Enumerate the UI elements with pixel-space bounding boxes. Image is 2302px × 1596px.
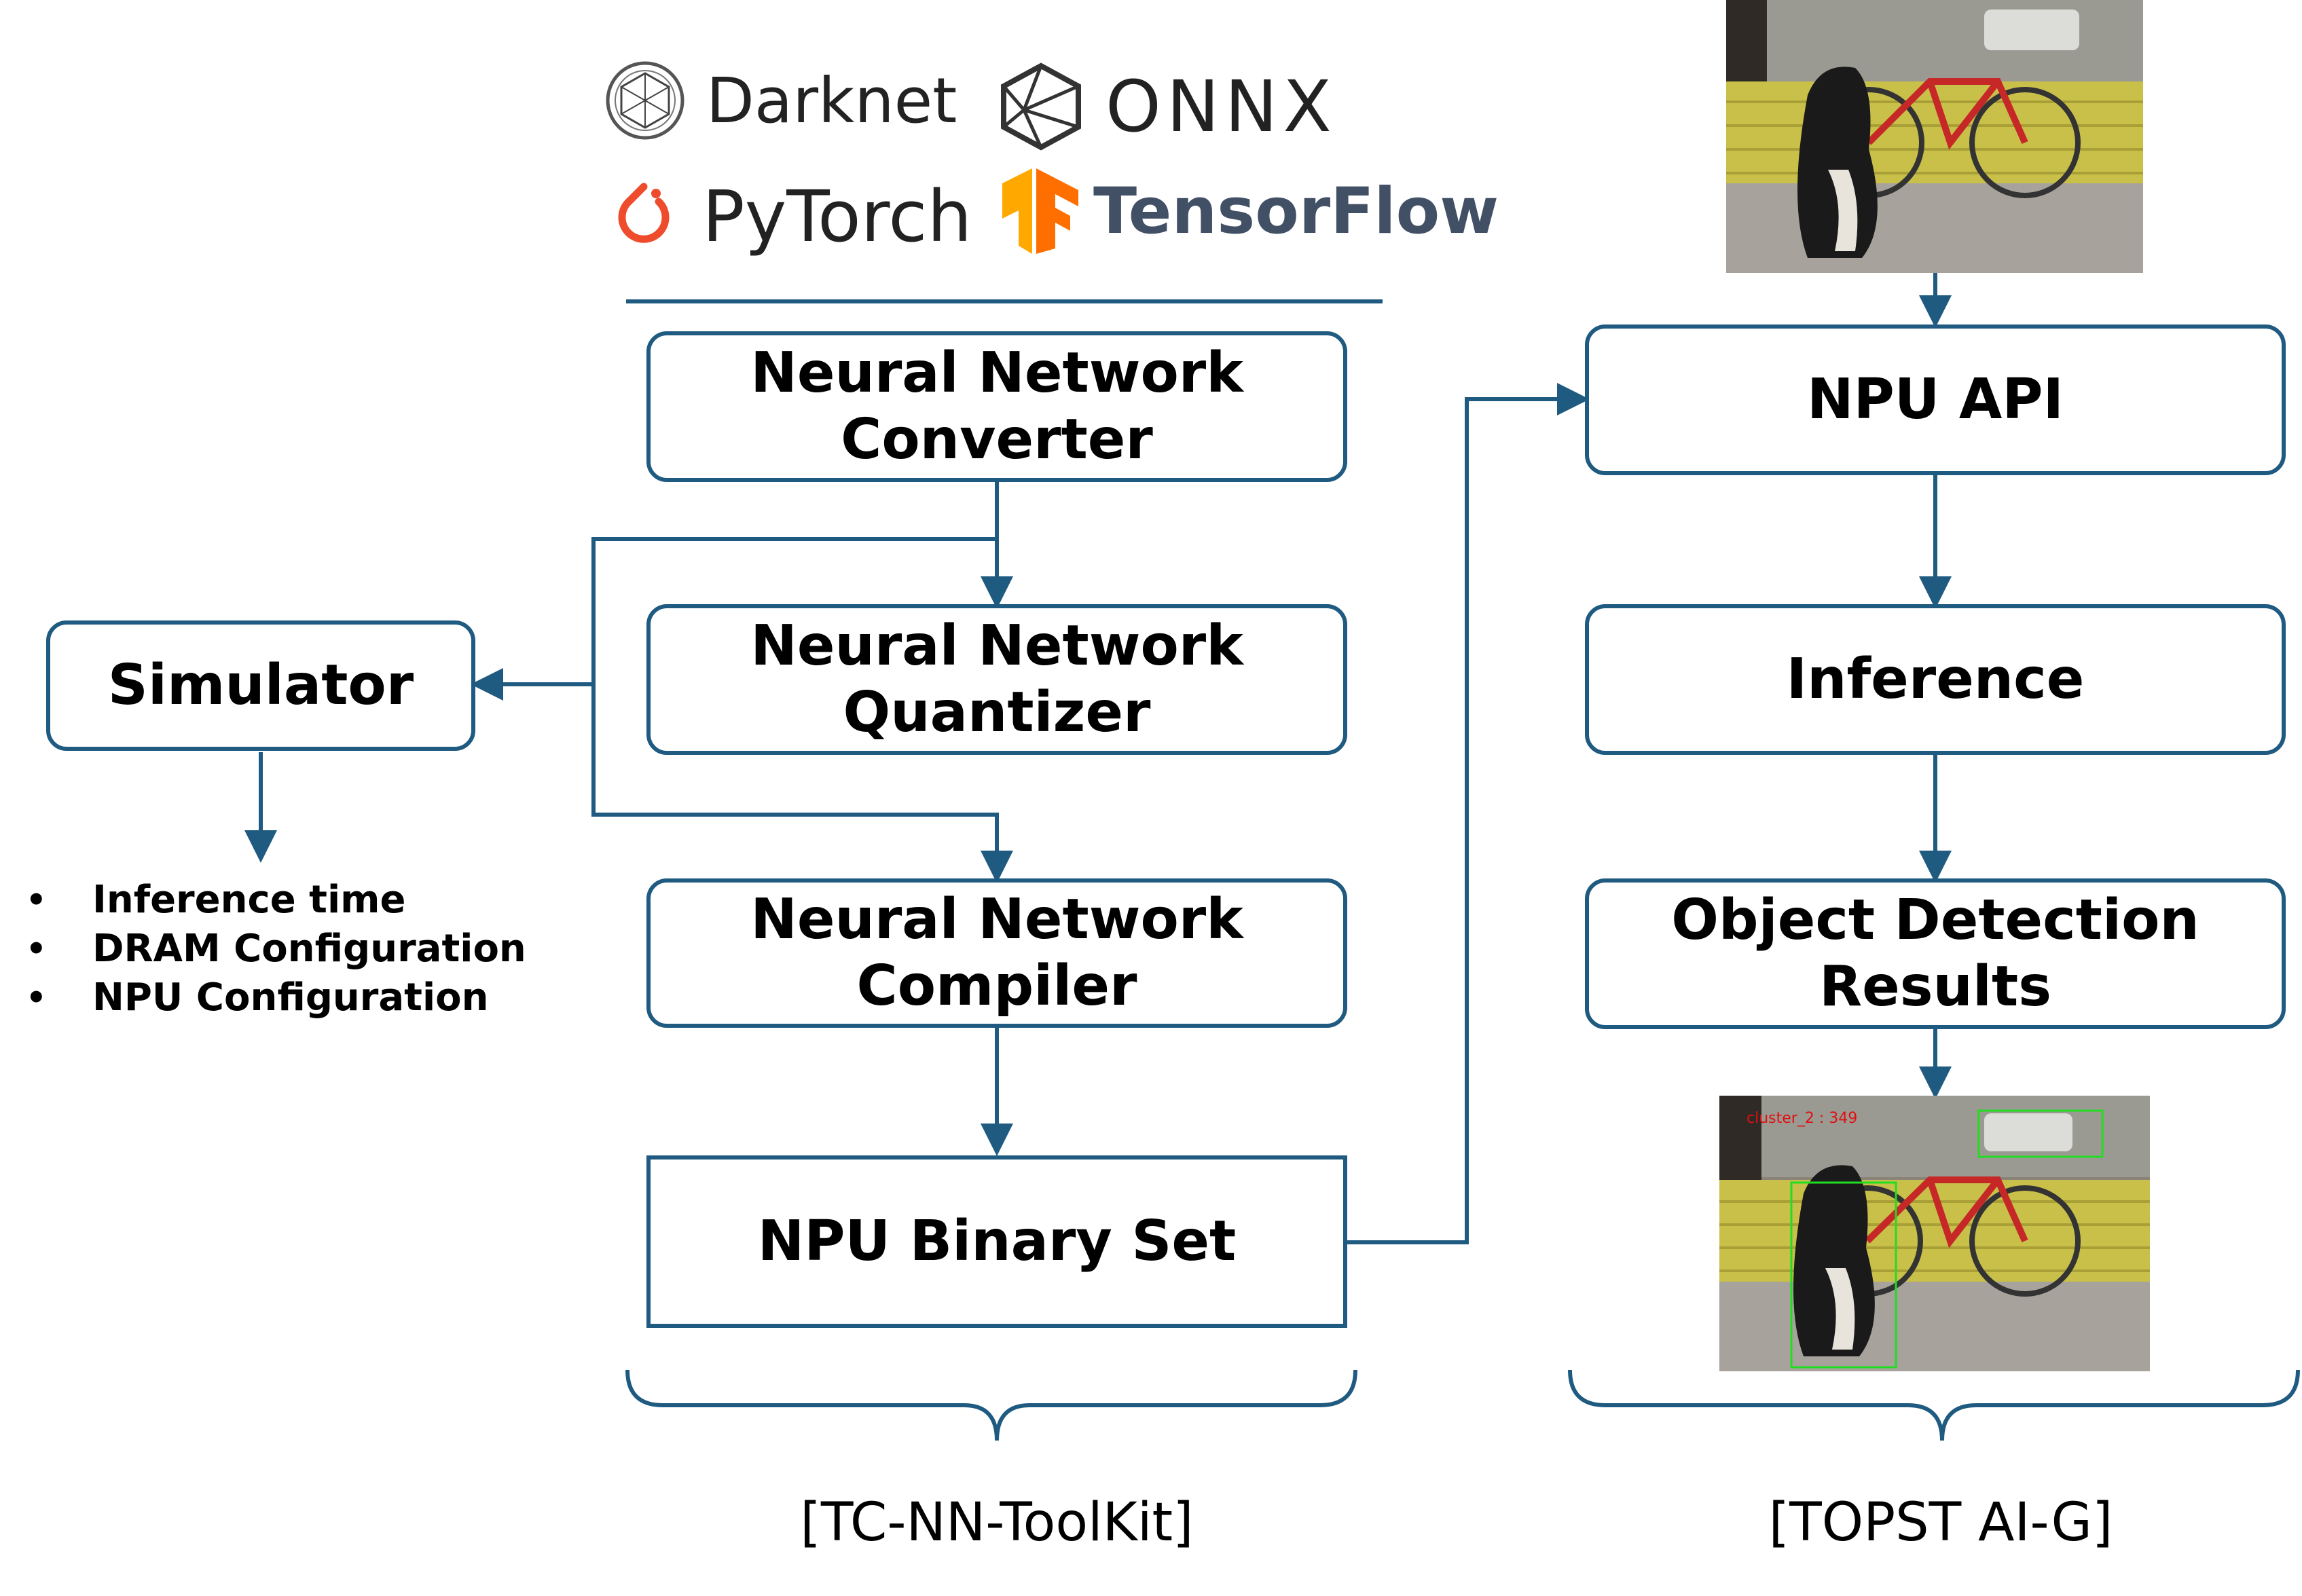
tensorflow-icon bbox=[1002, 168, 1078, 254]
output-npu-configuration: NPU Configuration bbox=[92, 976, 489, 1020]
compiler-line-1: Neural Network bbox=[750, 887, 1243, 952]
detection-box-dog bbox=[1790, 1181, 1897, 1369]
quantizer-box: Neural Network Quantizer bbox=[646, 604, 1347, 755]
darknet-icon bbox=[606, 61, 684, 140]
inference-box: Inference bbox=[1585, 604, 2286, 755]
binary-set-label: NPU Binary Set bbox=[757, 1209, 1237, 1274]
arrow-binary-npuapi bbox=[1347, 383, 1590, 1244]
converter-line-2: Converter bbox=[841, 407, 1153, 472]
onnx-logo: ONNX bbox=[997, 62, 1337, 151]
results-line-1: Object Detection bbox=[1671, 888, 2199, 952]
simulator-output-list: • Inference time • DRAM Configuration • … bbox=[14, 876, 526, 1022]
input-image bbox=[1726, 0, 2143, 273]
quantizer-line-1: Neural Network bbox=[750, 614, 1243, 678]
pytorch-label: PyTorch bbox=[702, 175, 972, 258]
bullet-icon: • bbox=[26, 881, 47, 919]
list-item: • DRAM Configuration bbox=[14, 925, 526, 973]
npu-api-label: NPU API bbox=[1807, 367, 2064, 432]
arrow-quantizer-compiler bbox=[591, 684, 1013, 883]
brace-toolkit bbox=[625, 1369, 1357, 1441]
converter-line-1: Neural Network bbox=[750, 341, 1243, 405]
npu-api-box: NPU API bbox=[1585, 324, 2286, 475]
bullet-icon: • bbox=[26, 979, 47, 1017]
inference-label: Inference bbox=[1786, 647, 2085, 711]
darknet-logo: Darknet bbox=[604, 60, 957, 141]
tensorflow-logo: TensorFlow bbox=[1002, 168, 1499, 254]
brace-topst bbox=[1568, 1369, 2300, 1441]
toolkit-caption: [TC-NN-ToolKit] bbox=[800, 1492, 1194, 1553]
onnx-icon bbox=[1001, 62, 1081, 151]
converter-box: Neural Network Converter bbox=[646, 331, 1347, 482]
results-line-2: Results bbox=[1819, 954, 2052, 1019]
compiler-line-2: Compiler bbox=[856, 954, 1137, 1018]
detection-box-car bbox=[1977, 1109, 2104, 1158]
list-item: • NPU Configuration bbox=[14, 973, 526, 1022]
pytorch-icon bbox=[618, 183, 670, 243]
onnx-label: ONNX bbox=[1106, 65, 1337, 148]
bullet-icon: • bbox=[26, 930, 47, 968]
simulator-box: Simulator bbox=[46, 620, 475, 751]
detection-label: cluster_2 : 349 bbox=[1747, 1110, 1857, 1127]
simulator-label: Simulator bbox=[107, 653, 414, 718]
results-box: Object Detection Results bbox=[1585, 878, 2286, 1029]
binary-set-box: NPU Binary Set bbox=[646, 1155, 1347, 1328]
topst-caption: [TOPST AI-G] bbox=[1768, 1492, 2113, 1553]
arrow-converter-simulator bbox=[471, 537, 997, 701]
output-dram-configuration: DRAM Configuration bbox=[92, 927, 526, 971]
quantizer-line-2: Quantizer bbox=[843, 680, 1151, 745]
tensorflow-label: TensorFlow bbox=[1093, 174, 1499, 248]
compiler-box: Neural Network Compiler bbox=[646, 878, 1347, 1028]
detection-result-image: cluster_2 : 349 bbox=[1719, 1096, 2150, 1371]
darknet-label: Darknet bbox=[706, 64, 957, 137]
pytorch-logo: PyTorch bbox=[608, 175, 972, 258]
list-item: • Inference time bbox=[14, 876, 526, 925]
output-inference-time: Inference time bbox=[92, 878, 406, 922]
